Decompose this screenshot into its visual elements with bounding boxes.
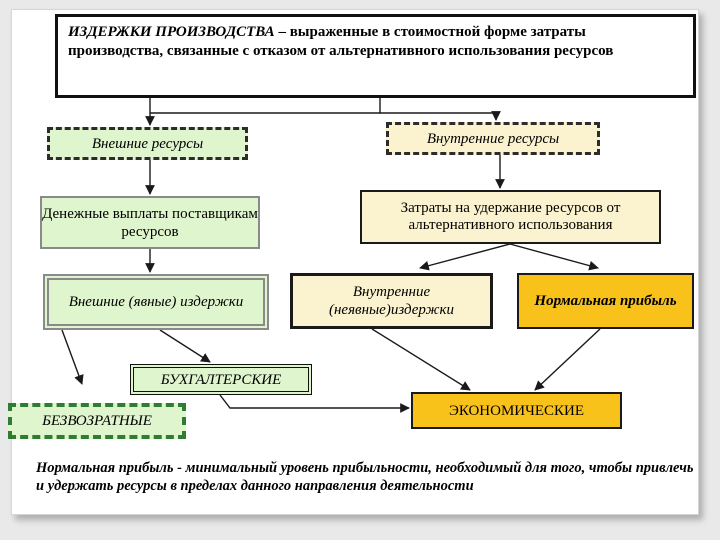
sunk-costs-box: БЕЗВОЗРАТНЫЕ bbox=[8, 403, 186, 439]
arrow-normal-to-economic bbox=[534, 328, 601, 391]
explicit-costs-box: Внешние (явные) издержки bbox=[43, 274, 269, 330]
external-resources-label: Внешние ресурсы bbox=[91, 135, 204, 152]
arrow-explicit-to-sunk bbox=[61, 329, 84, 385]
economic-costs-label: ЭКОНОМИЧЕСКИЕ bbox=[448, 402, 585, 419]
accounting-costs-label: БУХГАЛТЕРСКИЕ bbox=[160, 371, 282, 388]
arrow-def-to-internal bbox=[379, 98, 501, 121]
retention-costs-box: Затраты на удержание ресурсов от альтерн… bbox=[360, 190, 661, 244]
definition-text: – выраженные в стоимостной форме затраты… bbox=[68, 24, 614, 60]
retention-costs-label: Затраты на удержание ресурсов от альтерн… bbox=[400, 199, 621, 233]
normal-profit-footnote: Нормальная прибыль - минимальный уровень… bbox=[36, 460, 694, 495]
internal-resources-label: Внутренние ресурсы bbox=[426, 130, 560, 147]
economic-costs-box: ЭКОНОМИЧЕСКИЕ bbox=[411, 392, 622, 429]
definition-term: ИЗДЕРЖКИ ПРОИЗВОДСТВА bbox=[68, 24, 275, 40]
arrow-implicit-to-economic bbox=[371, 328, 471, 391]
normal-profit-box: Нормальная прибыль bbox=[517, 273, 694, 329]
implicit-costs-box: Внутренние (неявные)издержки bbox=[290, 273, 493, 329]
definition-box: ИЗДЕРЖКИ ПРОИЗВОДСТВА – выраженные в сто… bbox=[55, 14, 696, 98]
arrow-accounting-to-economic bbox=[219, 394, 410, 413]
arrow-retention-to-normal bbox=[509, 243, 599, 271]
normal-profit-label: Нормальная прибыль bbox=[534, 293, 677, 309]
explicit-costs-label: Внешние (явные) издержки bbox=[68, 294, 244, 310]
internal-resources-box: Внутренние ресурсы bbox=[386, 122, 600, 155]
external-resources-box: Внешние ресурсы bbox=[47, 127, 248, 160]
supplier-payments-label: Денежные выплаты поставщикам ресурсов bbox=[42, 205, 258, 240]
supplier-payments-box: Денежные выплаты поставщикам ресурсов bbox=[40, 196, 260, 249]
implicit-costs-label: Внутренние (неявные)издержки bbox=[328, 284, 454, 318]
accounting-costs-box: БУХГАЛТЕРСКИЕ bbox=[130, 364, 312, 395]
sunk-costs-label: БЕЗВОЗРАТНЫЕ bbox=[42, 413, 152, 429]
arrow-retention-to-implicit bbox=[419, 243, 511, 271]
arrow-explicit-to-accounting bbox=[159, 329, 211, 363]
